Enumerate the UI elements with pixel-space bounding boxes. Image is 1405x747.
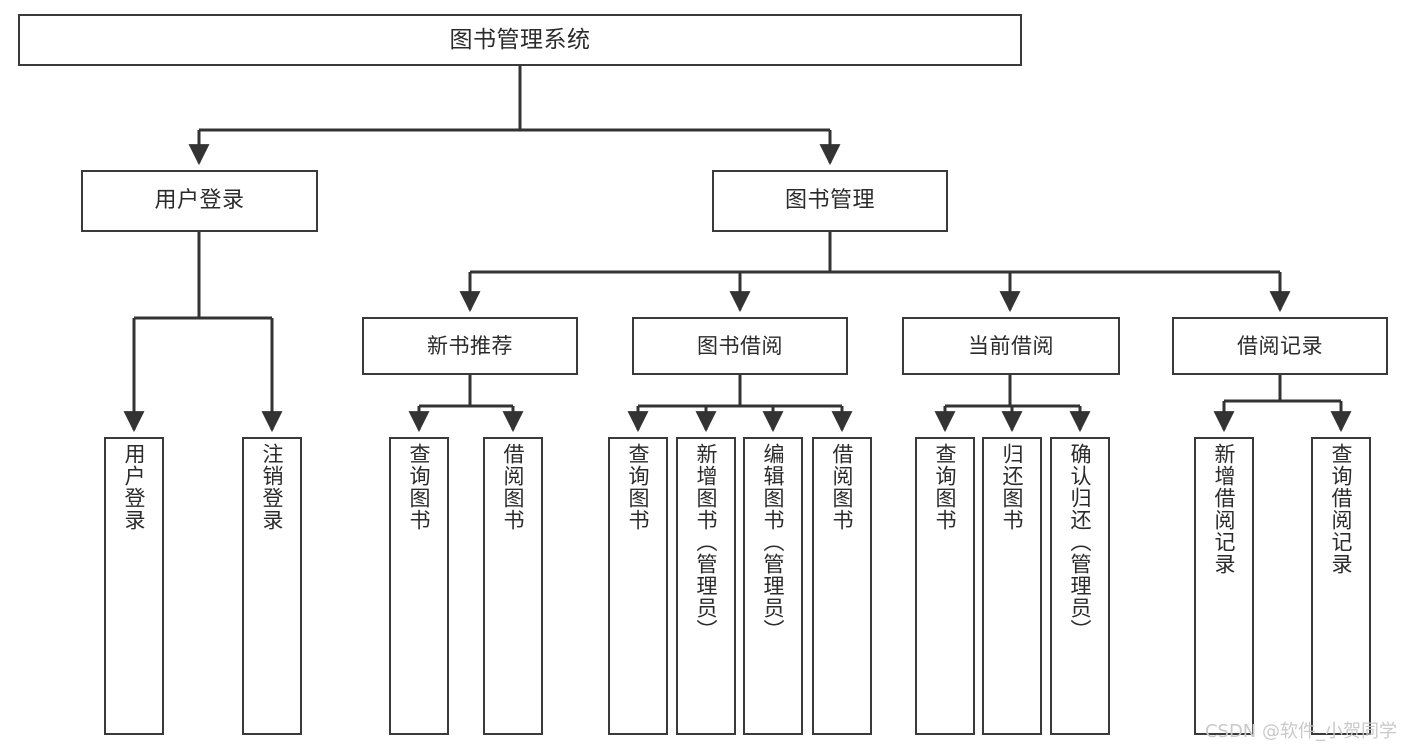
node-root-book-management-system[interactable]: 图书管理系统 bbox=[18, 14, 1022, 66]
node-book-borrow[interactable]: 图书借阅 bbox=[632, 317, 848, 375]
node-current-borrow[interactable]: 当前借阅 bbox=[902, 317, 1120, 375]
leaf-query-borrow-record-label: 查询借阅记录 bbox=[1329, 443, 1354, 575]
node-user-login[interactable]: 用户登录 bbox=[81, 170, 318, 232]
leaf-borrow-book[interactable]: 借阅图书 bbox=[812, 437, 872, 735]
leaf-logout[interactable]: 注销登录 bbox=[242, 437, 302, 735]
leaf-add-borrow-record[interactable]: 新增借阅记录 bbox=[1194, 437, 1254, 735]
leaf-edit-book-admin[interactable]: 编辑图书（管理员） bbox=[743, 437, 803, 735]
leaf-confirm-return-admin[interactable]: 确认归还（管理员） bbox=[1050, 437, 1110, 735]
leaf-borrow-query-book-label: 查询图书 bbox=[626, 443, 651, 531]
leaf-current-query-book[interactable]: 查询图书 bbox=[915, 437, 975, 735]
leaf-add-book-admin-label: 新增图书（管理员） bbox=[694, 443, 719, 641]
leaf-edit-book-admin-label: 编辑图书（管理员） bbox=[761, 443, 786, 641]
node-current-borrow-label: 当前借阅 bbox=[968, 333, 1054, 358]
leaf-new-book-borrow-label: 借阅图书 bbox=[501, 443, 526, 531]
node-borrow-record[interactable]: 借阅记录 bbox=[1172, 317, 1388, 375]
leaf-return-book[interactable]: 归还图书 bbox=[982, 437, 1042, 735]
leaf-query-borrow-record[interactable]: 查询借阅记录 bbox=[1311, 437, 1371, 735]
node-borrow-record-label: 借阅记录 bbox=[1237, 333, 1323, 358]
node-new-book-recommend-label: 新书推荐 bbox=[427, 333, 513, 358]
leaf-new-book-borrow[interactable]: 借阅图书 bbox=[483, 437, 543, 735]
leaf-user-login[interactable]: 用户登录 bbox=[104, 437, 164, 735]
node-book-management-label: 图书管理 bbox=[784, 188, 875, 214]
leaf-borrow-query-book[interactable]: 查询图书 bbox=[608, 437, 668, 735]
leaf-new-book-query-label: 查询图书 bbox=[407, 443, 432, 531]
leaf-logout-label: 注销登录 bbox=[260, 443, 285, 531]
node-book-borrow-label: 图书借阅 bbox=[697, 333, 783, 358]
leaf-return-book-label: 归还图书 bbox=[1000, 443, 1025, 531]
leaf-user-login-label: 用户登录 bbox=[122, 443, 147, 531]
leaf-confirm-return-admin-label: 确认归还（管理员） bbox=[1068, 443, 1093, 641]
node-new-book-recommend[interactable]: 新书推荐 bbox=[362, 317, 578, 375]
leaf-current-query-book-label: 查询图书 bbox=[933, 443, 958, 531]
node-book-management[interactable]: 图书管理 bbox=[712, 170, 948, 232]
leaf-borrow-book-label: 借阅图书 bbox=[830, 443, 855, 531]
leaf-add-borrow-record-label: 新增借阅记录 bbox=[1212, 443, 1237, 575]
node-root-label: 图书管理系统 bbox=[449, 26, 591, 53]
leaf-add-book-admin[interactable]: 新增图书（管理员） bbox=[676, 437, 736, 735]
node-user-login-label: 用户登录 bbox=[154, 188, 245, 214]
leaf-new-book-query[interactable]: 查询图书 bbox=[389, 437, 449, 735]
